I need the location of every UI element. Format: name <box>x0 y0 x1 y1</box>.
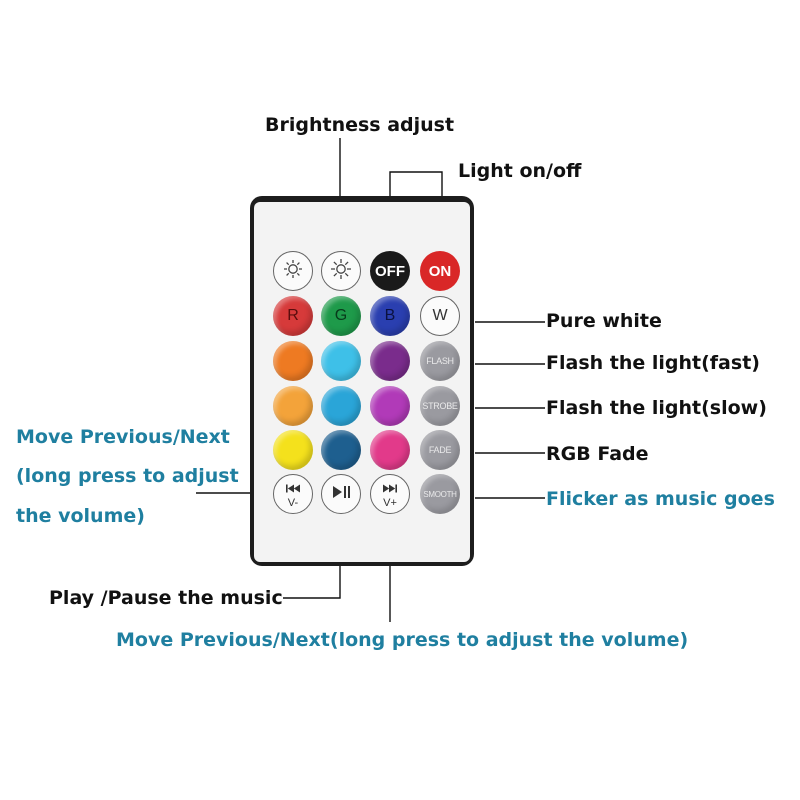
move-prev-next-left-line2: (long press to adjust <box>16 465 239 487</box>
fade-button-label: FADE <box>428 445 452 455</box>
flash-button[interactable]: FLASH <box>420 341 460 381</box>
strobe-button-label: STROBE <box>422 401 458 411</box>
flicker-music-label: Flicker as music goes <box>546 488 775 510</box>
play-pause-button[interactable] <box>321 474 361 514</box>
off-button[interactable]: OFF <box>370 251 410 291</box>
flash-fast-label: Flash the light(fast) <box>546 352 760 374</box>
color-button-orange[interactable] <box>273 341 313 381</box>
sun-icon <box>282 258 304 285</box>
color-button-sky[interactable] <box>321 386 361 426</box>
flash-slow-label: Flash the light(slow) <box>546 397 767 419</box>
red-button[interactable]: R <box>273 296 313 336</box>
fade-button[interactable]: FADE <box>420 430 460 470</box>
brightness-adjust-label: Brightness adjust <box>265 114 455 136</box>
color-button-light-orange[interactable] <box>273 386 313 426</box>
volume-up-label: V+ <box>383 496 397 509</box>
red-button-label: R <box>287 307 299 324</box>
brightness-up-button[interactable] <box>321 251 361 291</box>
on-button-label: ON <box>428 262 452 280</box>
white-button[interactable]: W <box>420 296 460 336</box>
play-pause-label: Play /Pause the music <box>49 587 283 609</box>
skip-forward-icon <box>382 480 398 498</box>
previous-button[interactable]: V- <box>273 474 313 514</box>
blue-button-label: B <box>384 307 396 324</box>
smooth-button[interactable]: SMOOTH <box>420 474 460 514</box>
strobe-button[interactable]: STROBE <box>420 386 460 426</box>
rgb-fade-label: RGB Fade <box>546 443 649 465</box>
off-button-label: OFF <box>375 262 405 280</box>
color-button-cyan[interactable] <box>321 341 361 381</box>
green-button[interactable]: G <box>321 296 361 336</box>
pure-white-label: Pure white <box>546 310 662 332</box>
skip-back-icon <box>285 480 301 498</box>
color-button-pink[interactable] <box>370 430 410 470</box>
flash-button-label: FLASH <box>426 356 454 366</box>
blue-button[interactable]: B <box>370 296 410 336</box>
sun-icon <box>330 258 352 285</box>
brightness-down-button[interactable] <box>273 251 313 291</box>
move-prev-next-left-line3: the volume) <box>16 505 145 527</box>
smooth-button-label: SMOOTH <box>423 489 457 499</box>
move-prev-next-left-line1: Move Previous/Next <box>16 426 230 448</box>
color-button-purple[interactable] <box>370 341 410 381</box>
on-button[interactable]: ON <box>420 251 460 291</box>
move-prev-next-bottom-label: Move Previous/Next(long press to adjust … <box>116 629 689 651</box>
color-button-navy[interactable] <box>321 430 361 470</box>
light-on-off-label: Light on/off <box>458 160 582 182</box>
white-button-label: W <box>432 307 448 324</box>
next-button[interactable]: V+ <box>370 474 410 514</box>
play-pause-icon <box>331 485 351 504</box>
green-button-label: G <box>334 307 348 324</box>
color-button-yellow[interactable] <box>273 430 313 470</box>
volume-down-label: V- <box>287 496 299 509</box>
color-button-magenta[interactable] <box>370 386 410 426</box>
